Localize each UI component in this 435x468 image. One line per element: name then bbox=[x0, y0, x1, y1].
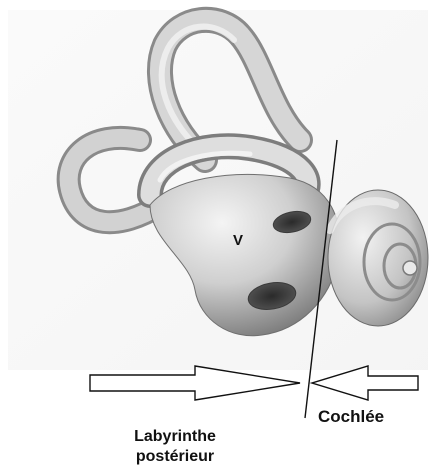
cochlea-label: Cochlée bbox=[318, 407, 384, 427]
posterior-labyrinth-arrow bbox=[90, 366, 300, 400]
cochlea-arrow bbox=[312, 366, 418, 400]
posterior-labyrinth-label: Labyrinthe postérieur bbox=[110, 427, 240, 467]
posterior-labyrinth-label-line2: postérieur bbox=[110, 447, 240, 467]
posterior-labyrinth-label-line1: Labyrinthe bbox=[110, 427, 240, 447]
cochlea-apex bbox=[403, 261, 417, 275]
vestibule-label: V bbox=[233, 232, 243, 249]
